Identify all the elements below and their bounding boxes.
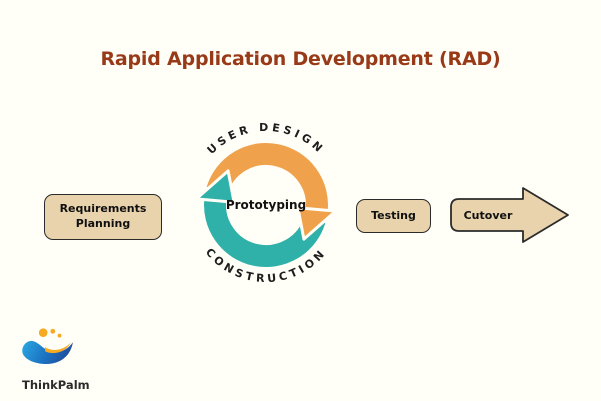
- cutover-arrow-shape: [450, 187, 569, 243]
- logo-crescent-shape: [45, 342, 71, 354]
- stage-testing-label: Testing: [371, 208, 416, 222]
- stage-cutover-arrow: Cutover: [450, 187, 569, 243]
- thinkpalm-logo-icon: [22, 328, 73, 364]
- stage-testing: Testing: [356, 199, 431, 233]
- page-title: Rapid Application Development (RAD): [100, 48, 501, 70]
- logo-sun-dot-small: [57, 333, 62, 338]
- cycle-teal-arrowhead-icon: [194, 169, 236, 204]
- stage-requirements-planning: Requirements Planning: [44, 194, 162, 240]
- stage-cutover-label: Cutover: [464, 209, 513, 222]
- cycle-orange-arrowhead-icon: [296, 206, 338, 241]
- thinkpalm-logo-text: ThinkPalm: [22, 378, 90, 392]
- stage-requirements-label: Requirements Planning: [59, 202, 147, 230]
- cycle-center-label: Prototyping: [226, 198, 306, 212]
- logo-sun-dot-medium: [50, 328, 56, 334]
- logo-wave-shape: [22, 340, 73, 364]
- rad-cycle-diagram: USER DESIGN CONSTRUCTION Prototyping: [194, 121, 338, 285]
- logo-sun-dot-large: [38, 328, 48, 338]
- thinkpalm-logo: ThinkPalm: [19, 326, 90, 392]
